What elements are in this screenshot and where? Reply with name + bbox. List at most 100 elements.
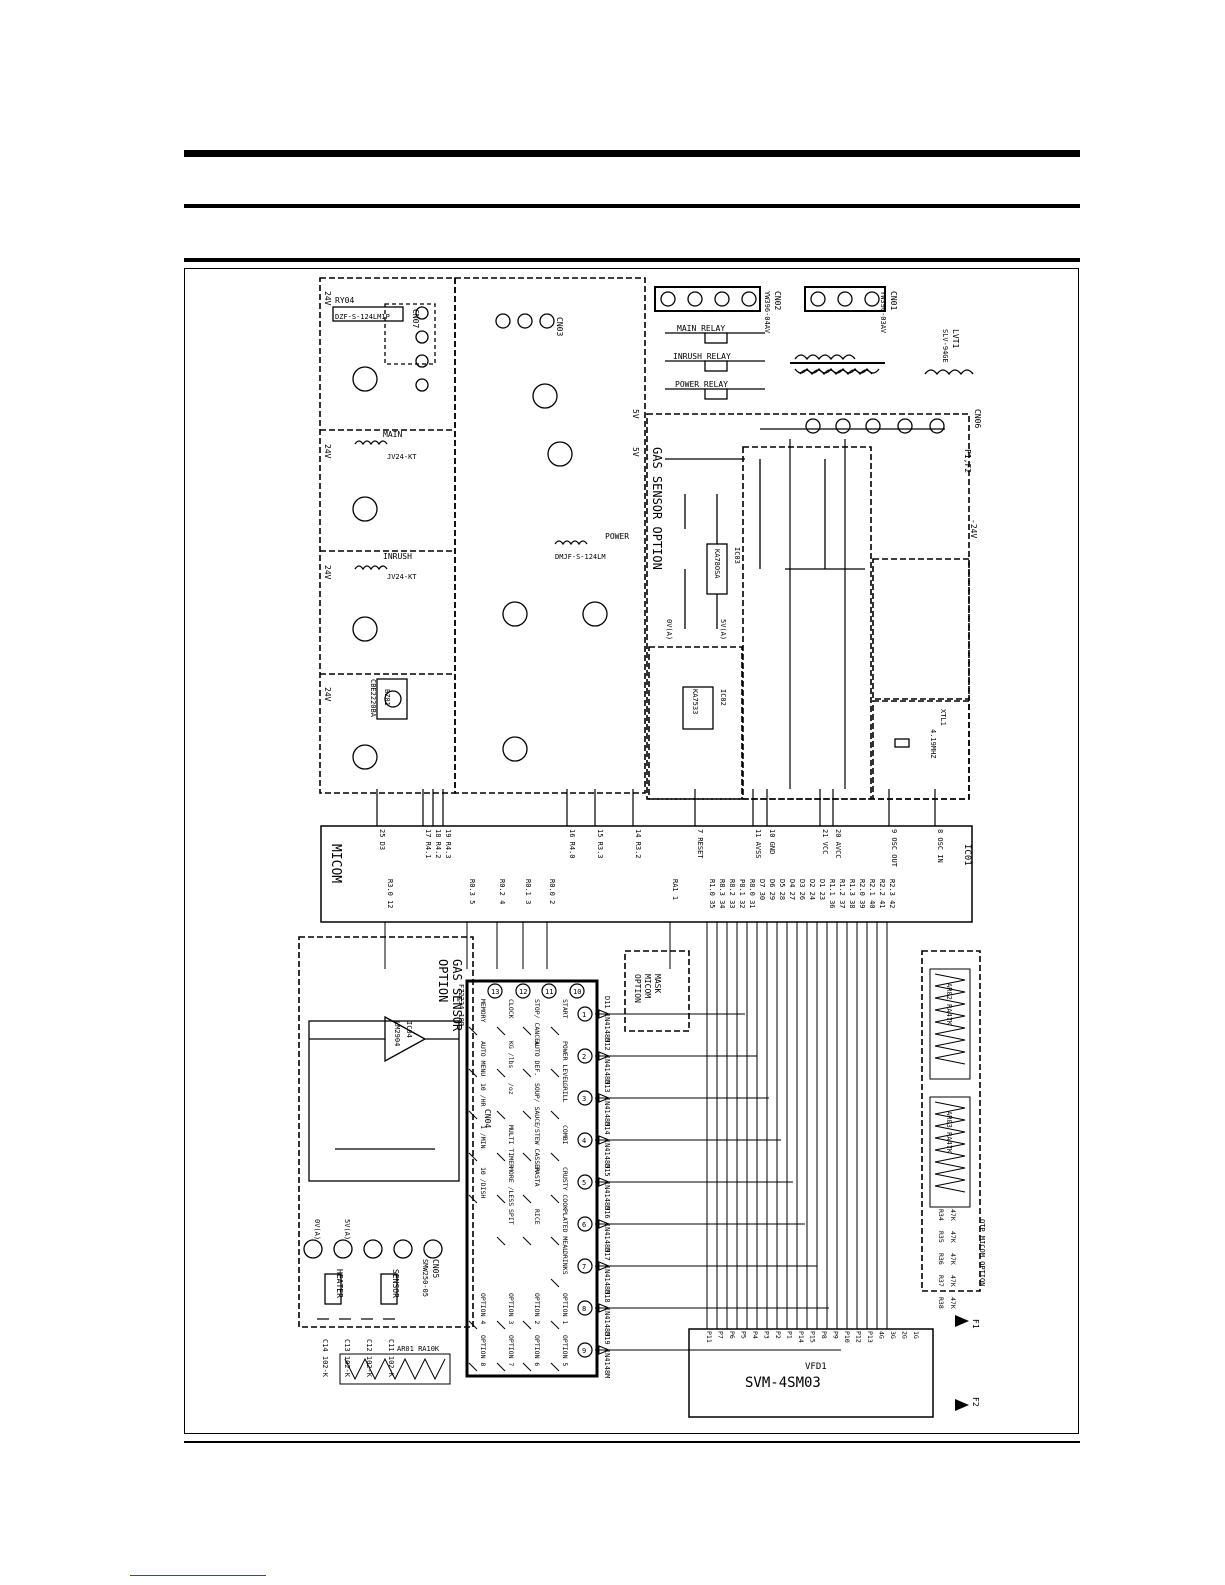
keypad-col-number: 8 <box>582 1305 586 1313</box>
keypad-key-label: RICE <box>533 1209 541 1225</box>
micom-label: MICOM <box>328 844 343 883</box>
micom-pin-right: RA1 1 <box>671 879 679 900</box>
keypad-key-label: POWER LEVEL <box>561 1041 569 1084</box>
regulator-block <box>665 458 865 629</box>
micom-pin-left: 15 R3.3 <box>596 829 604 859</box>
key-switch <box>550 1362 560 1372</box>
keypad-diode-label: D19 1N4148M <box>603 1332 611 1378</box>
key-switch <box>522 1236 532 1246</box>
keypad-col-number: 4 <box>582 1137 586 1145</box>
keypad-key-label: OPTION 5 <box>561 1335 569 1366</box>
key-switch <box>522 1026 532 1036</box>
keypad-key-label: MEMORY <box>479 999 487 1023</box>
cn04-label: CN04 <box>483 1109 492 1128</box>
vfd-pin-label: 1G <box>912 1331 920 1339</box>
power-relay-label: POWER RELAY <box>675 380 728 389</box>
bottom-cap-label: C13 102-K <box>343 1339 351 1378</box>
ic03-label: IC03 <box>733 547 741 564</box>
cn05-label: CN05 <box>431 1259 440 1278</box>
ry01-part: DMJF-S-124LM <box>555 553 606 561</box>
vfd-pin-label: P1 <box>786 1331 794 1339</box>
key-switch <box>550 1320 560 1330</box>
f1-arrow <box>955 1315 969 1327</box>
keypad-diode-label: D11 1N4148M <box>603 996 611 1042</box>
keypad-row-node <box>515 983 531 999</box>
keypad-col-number: 5 <box>582 1179 586 1187</box>
key-switch <box>496 1320 506 1330</box>
key-switch <box>496 1194 506 1204</box>
vfd-pin-label: P7 <box>717 1331 725 1339</box>
micom-pin-left: 17 R4.1 <box>424 829 432 859</box>
resistor-right-label: R36 <box>937 1253 945 1265</box>
micom-pin-right: R1.0 35 <box>708 879 716 909</box>
fz-part-label: FZ2234-19R <box>457 984 465 1027</box>
micom-pin-right: R1.2 37 <box>838 879 846 909</box>
micom-pin-right: R0.3 5 <box>468 879 476 904</box>
keypad-key-label: /oz <box>507 1083 515 1095</box>
v24-label-3: 24V <box>323 565 332 580</box>
micom-pin-right: R8.2 33 <box>728 879 736 909</box>
dashed-regions <box>298 277 981 1328</box>
key-switch <box>468 1320 478 1330</box>
diode-symbol <box>598 1219 611 1229</box>
keypad-key-label: OPTION 8 <box>479 1335 487 1366</box>
micom-pin-right: R1.3 38 <box>848 879 856 909</box>
key-switch <box>522 1068 532 1078</box>
xtl1-part: 4.19MHZ <box>929 729 937 759</box>
keypad-col-node <box>577 1132 593 1148</box>
cn03-connector <box>495 313 555 329</box>
v5-label-2: 5V <box>631 447 640 457</box>
resistor-right-label: R35 <box>937 1231 945 1243</box>
key-switch <box>550 1068 560 1078</box>
gas-sensor-option-top: GAS SENSOR OPTION <box>650 447 664 570</box>
v5a-label-top: 5V(A) <box>719 619 727 640</box>
ry02-part: JV24-KT <box>387 573 417 581</box>
micom-pin-left: 18 R4.2 <box>434 829 442 859</box>
keypad-frame <box>465 979 599 1378</box>
lvt1-part: SLV-94GE <box>941 329 949 363</box>
micom-pin-right: R0.2 4 <box>498 879 506 904</box>
f1f2-label: F1,F2 <box>963 449 972 473</box>
upper-wires <box>376 428 945 826</box>
micom-ic <box>320 825 973 923</box>
micom-pin-right: R2.0 39 <box>858 879 866 909</box>
f2-label: F2 <box>971 1397 980 1407</box>
keypad-key-label: CLOCK <box>507 999 515 1019</box>
ar02-label: AR02 RA47K <box>945 983 953 1026</box>
keypad-col-node <box>577 1090 593 1106</box>
keypad-key-label: SPIT <box>507 1209 515 1225</box>
v24-label-2: 24V <box>323 444 332 459</box>
keypad-key-label: MULTI TIMER <box>507 1125 515 1168</box>
key-switch <box>468 1194 478 1204</box>
header-rule-middle <box>184 204 1080 208</box>
v5-label-1: 5V <box>631 409 640 419</box>
keypad-key-label: OPTION 1 <box>561 1293 569 1324</box>
keypad-key-label: KG /lbs <box>507 1041 515 1068</box>
resistor-right-value: 47K <box>949 1231 957 1243</box>
keypad-key-label: 1 /MIN <box>479 1125 487 1149</box>
vfd-pin-label: P8 <box>820 1331 828 1339</box>
micom-pin-right: R8.3 34 <box>718 879 726 909</box>
bus-wires <box>595 1013 841 1351</box>
micom-pin-right: D5 28 <box>778 879 786 900</box>
micom-pin-right: R2.3 42 <box>888 879 896 909</box>
keypad-key-label: OPTION 7 <box>507 1335 515 1366</box>
vfd-pin-label: P11 <box>705 1331 713 1343</box>
vfd-pin-label: P3 <box>763 1331 771 1339</box>
bottom-cap-label: C12 102-K <box>365 1339 373 1378</box>
vneg24-label: -24V <box>969 519 978 538</box>
diode-symbol <box>598 1261 611 1271</box>
transformer-area <box>654 286 974 434</box>
key-switch <box>496 1236 506 1246</box>
keypad-col-node <box>577 1342 593 1358</box>
key-switch <box>496 1068 506 1078</box>
vfd-pin-label: P15 <box>809 1331 817 1343</box>
resistor-right-label: R38 <box>937 1297 945 1309</box>
vfd-pin-label: P6 <box>728 1331 736 1339</box>
keypad-key-label: START <box>561 999 569 1019</box>
key-switch <box>496 1152 506 1162</box>
keypad-key-label: 10 /HR <box>479 1083 487 1107</box>
